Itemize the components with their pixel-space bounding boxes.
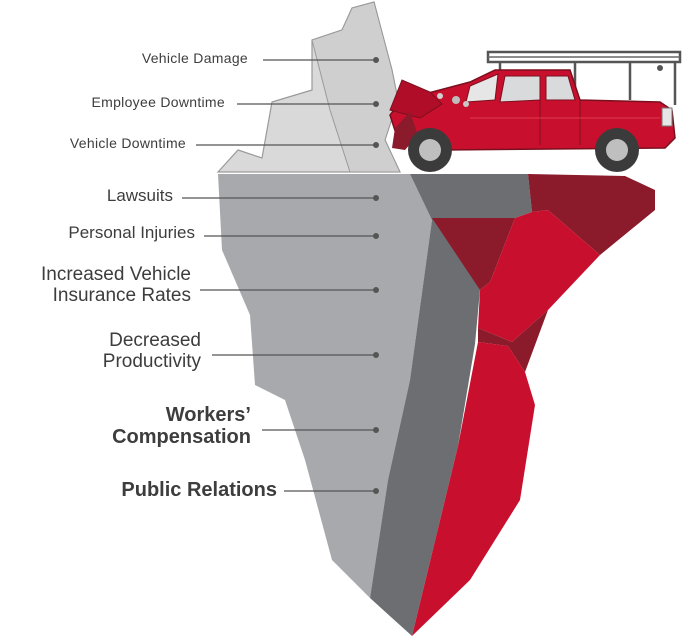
crashed-truck-icon <box>389 50 682 172</box>
label-decreased-productivity: Decreased Productivity <box>102 330 201 373</box>
label-workers-comp-line2: Compensation <box>112 426 251 448</box>
label-lawsuits: Lawsuits <box>106 186 173 205</box>
label-vehicle-downtime: Vehicle Downtime <box>69 135 186 151</box>
label-public-relations: Public Relations <box>121 479 277 501</box>
label-increased-vehicle-insurance-rates: Increased Vehicle Insurance Rates <box>41 264 191 307</box>
leader-lines <box>182 59 376 492</box>
red-facet-top-right <box>528 174 655 255</box>
iceberg-underwater-dark <box>370 174 532 636</box>
label-employee-downtime: Employee Downtime <box>91 94 225 110</box>
red-facet-main <box>478 210 600 342</box>
leader-dots <box>373 57 379 494</box>
label-workers-compensation: Workers’ Compensation <box>112 404 251 448</box>
label-vehicle-damage: Vehicle Damage <box>141 50 248 66</box>
red-facet-inner-dark <box>432 218 515 290</box>
red-facet-bottom <box>412 342 535 636</box>
red-facet-side-dark <box>478 310 548 372</box>
label-productivity-line1: Decreased <box>109 330 201 351</box>
label-insurance-line1: Increased Vehicle <box>41 264 191 285</box>
label-productivity-line2: Productivity <box>102 350 201 372</box>
label-insurance-line2: Insurance Rates <box>52 284 191 306</box>
label-workers-comp-line1: Workers’ <box>165 404 251 426</box>
label-personal-injuries: Personal Injuries <box>68 223 195 242</box>
